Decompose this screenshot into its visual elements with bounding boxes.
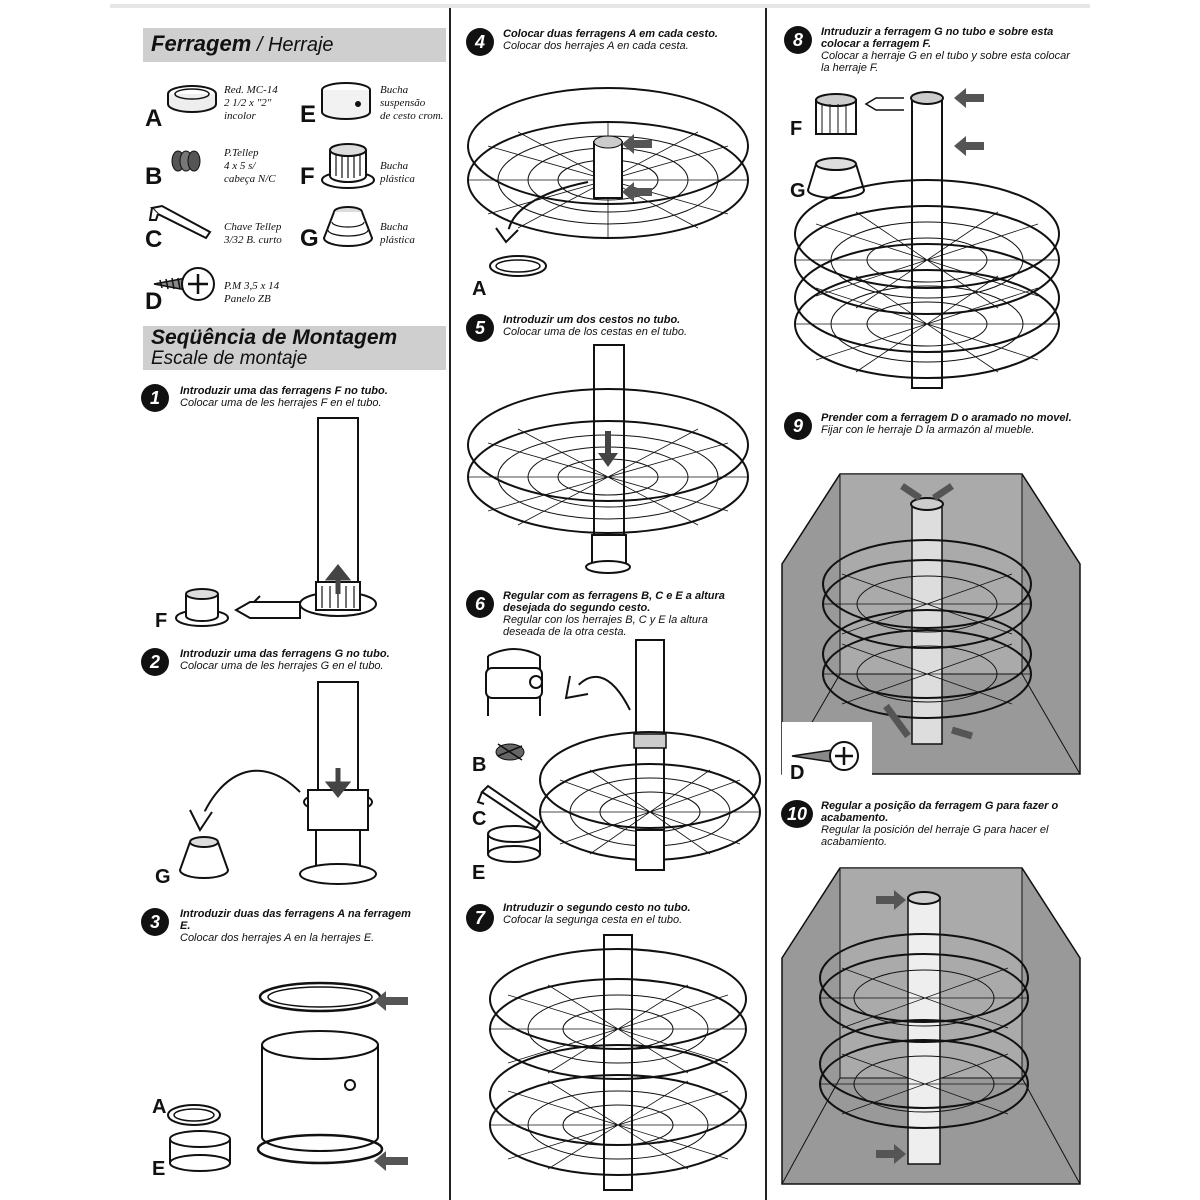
- step-7-number: 7: [466, 904, 494, 932]
- step-3-es: Colocar dos herrajes A en la herrajes E.: [180, 932, 375, 944]
- ring-a-icon: [167, 85, 217, 113]
- hardware-header: Ferragem / Herraje: [143, 28, 446, 62]
- s6-label-e: E: [472, 862, 486, 884]
- step-4-diagram: [467, 87, 749, 277]
- step-6-diagram: [476, 639, 761, 871]
- step-3-diagram: [167, 981, 408, 1172]
- top-rule: [110, 4, 1090, 8]
- step-1-pt: Introduzir uma das ferragens F no tubo.: [180, 385, 388, 397]
- screw-d-icon: [153, 267, 215, 301]
- sequence-header: Seqüência de Montagem Escale de montaje: [143, 326, 446, 370]
- step-3-text: Introduzir duas das ferragens A na ferra…: [180, 908, 420, 944]
- column-divider-left: [449, 8, 451, 1200]
- part-letter-f: F: [300, 163, 315, 190]
- part-letter-e: E: [300, 101, 317, 128]
- step-8-text: Intruduzir a ferragem G no tubo e sobre …: [821, 26, 1081, 74]
- hardware-header-pt: Ferragem: [151, 31, 252, 56]
- step-2-es: Colocar uma de les herrajes G en el tubo…: [180, 660, 384, 672]
- part-desc-c: Chave Tellep 3/32 B. curto: [224, 221, 282, 246]
- part-desc-b: P.Tellep 4 x 5 s/ cabeça N/C: [224, 147, 276, 185]
- step-6-es: Regular con los herrajes B, C y E la alt…: [503, 614, 708, 638]
- bushing-e-icon: [321, 82, 371, 120]
- step-5-diagram: [467, 344, 749, 574]
- step-9-diagram: [781, 473, 1081, 782]
- bushing-g-icon: [322, 206, 374, 247]
- step-7-diagram: [489, 934, 747, 1191]
- step-2-number: 2: [141, 648, 169, 676]
- hardware-header-sep: /: [251, 34, 268, 56]
- step-4-number: 4: [466, 28, 494, 56]
- step-5-pt: Introduzir um dos cestos no tubo.: [503, 314, 681, 326]
- s2-label-g: G: [155, 866, 171, 888]
- screw-b-icon: [171, 150, 201, 172]
- step-10-pt: Regular a posição da ferragem G para faz…: [821, 800, 1059, 824]
- step-3-number: 3: [141, 908, 169, 936]
- step-8-pt: Intruduzir a ferragem G no tubo e sobre …: [821, 26, 1054, 50]
- step-8-es: Colocar a herraje G en el tubo y sobre e…: [821, 50, 1070, 74]
- part-letter-d: D: [145, 288, 163, 315]
- step-2-pt: Introduzir uma das ferragens G no tubo.: [180, 648, 390, 660]
- step-5-number: 5: [466, 314, 494, 342]
- step-7-text: Intruduzir o segundo cesto no tubo.Cofoc…: [503, 902, 763, 926]
- s6-label-c: C: [472, 808, 487, 830]
- step-3-pt: Introduzir duas das ferragens A na ferra…: [180, 908, 411, 932]
- step-1-es: Colocar uma de les herrajes F en el tubo…: [180, 397, 382, 409]
- s3-label-e: E: [152, 1158, 166, 1180]
- s9-label-d: D: [790, 762, 805, 784]
- step-6-pt: Regular com as ferragens B, C e E a altu…: [503, 590, 725, 614]
- part-desc-e: Bucha suspensão de cesto crom.: [380, 84, 444, 122]
- step-10-diagram: [781, 867, 1081, 1185]
- step-2-text: Introduzir uma das ferragens G no tubo.C…: [180, 648, 440, 672]
- step-10-es: Regular la posición del herraje G para h…: [821, 824, 1049, 848]
- step-6-text: Regular com as ferragens B, C e E a altu…: [503, 590, 753, 638]
- step-1-diagram: [175, 417, 377, 627]
- step-1-number: 1: [141, 384, 169, 412]
- part-letter-a: A: [145, 105, 163, 132]
- part-letter-b: B: [145, 163, 163, 190]
- step-10-text: Regular a posição da ferragem G para faz…: [821, 800, 1081, 848]
- step-8-diagram: [794, 88, 1060, 389]
- s4-label-a: A: [472, 278, 487, 300]
- s3-label-a: A: [152, 1096, 167, 1118]
- step-5-es: Colocar uma de los cestas en el tubo.: [503, 326, 688, 338]
- step-5-text: Introduzir um dos cestos no tubo.Colocar…: [503, 314, 763, 338]
- step-4-text: Colocar duas ferragens A em cada cesto.C…: [503, 28, 763, 52]
- step-4-es: Colocar dos herrajes A en cada cesta.: [503, 40, 689, 52]
- s8-label-g: G: [790, 180, 806, 202]
- s1-label-f: F: [155, 610, 168, 632]
- part-desc-d: P.M 3,5 x 14 Panelo ZB: [224, 280, 280, 305]
- step-10-number: 10: [781, 800, 813, 828]
- bushing-f-icon: [321, 143, 375, 189]
- sequence-header-pt: Seqüência de Montagem: [151, 326, 398, 349]
- step-9-number: 9: [784, 412, 812, 440]
- step-4-pt: Colocar duas ferragens A em cada cesto.: [503, 28, 718, 40]
- step-8-number: 8: [784, 26, 812, 54]
- part-desc-f: Bucha plástica: [380, 160, 415, 185]
- step-1-text: Introduzir uma das ferragens F no tubo.C…: [180, 385, 440, 409]
- allen-key-c-icon: [148, 204, 212, 240]
- step-6-number: 6: [466, 590, 494, 618]
- s8-label-f: F: [790, 118, 803, 140]
- part-letter-g: G: [300, 225, 319, 252]
- s6-label-b: B: [472, 754, 487, 776]
- step-2-diagram: [178, 681, 377, 885]
- step-7-pt: Intruduzir o segundo cesto no tubo.: [503, 902, 691, 914]
- step-9-text: Prender com a ferragem D o aramado no mo…: [821, 412, 1081, 436]
- step-9-pt: Prender com a ferragem D o aramado no mo…: [821, 412, 1072, 424]
- step-9-es: Fijar con le herraje D la armazón al mue…: [821, 424, 1035, 436]
- part-desc-g: Bucha plástica: [380, 221, 415, 246]
- part-desc-a: Red. MC-14 2 1/2 x "2" incolor: [224, 84, 278, 122]
- sequence-header-es: Escale de montaje: [151, 348, 308, 369]
- hardware-header-es: Herraje: [267, 34, 334, 56]
- step-7-es: Cofocar la segunga cesta en el tubo.: [503, 914, 683, 926]
- column-divider-right: [765, 8, 767, 1200]
- part-letter-c: C: [145, 226, 163, 253]
